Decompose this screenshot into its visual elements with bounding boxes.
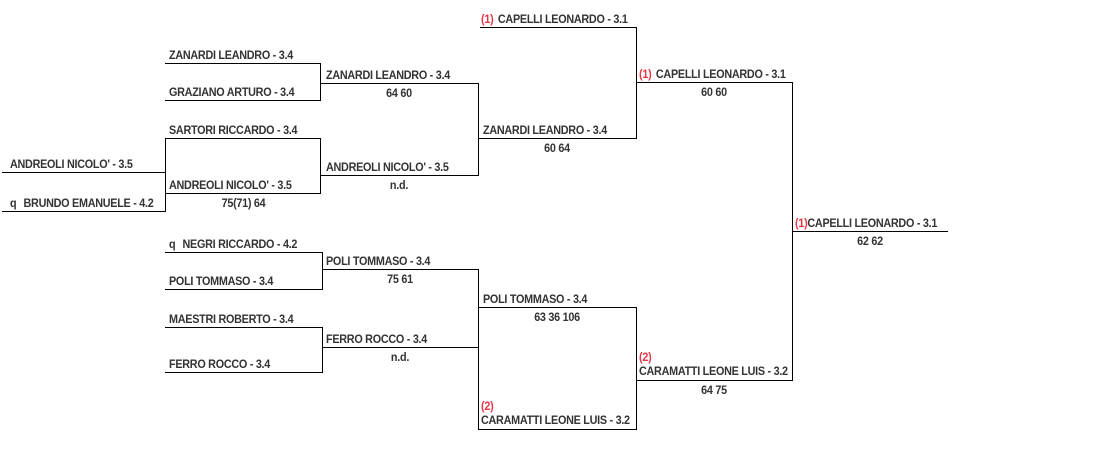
bye-label-sf-capelli: (1)CAPELLI LEONARDO - 3.1 [481,12,628,26]
winner-line-sf-poli [478,307,636,308]
champion-label-capelli: (1)CAPELLI LEONARDO - 3.1 [795,216,937,230]
player-name: CAPELLI LEONARDO - 3.1 [655,67,786,81]
qualifier-prefix: q [169,237,176,251]
match-connector [322,327,323,373]
match-score-final: 62 62 [857,234,883,248]
match-connector [636,27,637,139]
player-line-r2-ferro [165,372,322,373]
player-name: ANDREOLI NICOLO' - 3.5 [326,160,449,174]
qualifier-prefix: q [10,196,17,210]
player-name: BRUNDO EMANUELE - 4.2 [23,196,154,210]
winner-line-qf-ferro [322,347,478,348]
player-label-r2-zanardi: ZANARDI LEANDRO - 3.4 [169,48,293,62]
player-label-r2-poli: POLI TOMMASO - 3.4 [169,274,273,288]
match-connector [478,269,479,430]
winner-label-qf-andreoli: ANDREOLI NICOLO' - 3.5 [326,160,449,174]
seed-number: (2) [639,350,652,364]
bye-line-sf-capelli [480,27,636,28]
player-line-r1-andreoli [2,172,165,173]
match-score-qf: 60 64 [544,141,570,155]
winner-label-final-caramatti: (2)CARAMATTI LEONE LUIS - 3.2 [639,350,788,378]
match-score-r2: 64 60 [386,86,412,100]
player-label-r1-andreoli: ANDREOLI NICOLO' - 3.5 [10,157,133,171]
player-line-r2-poli [165,289,322,290]
player-label-r2-negri: q NEGRI RICCARDO - 4.2 [169,237,297,251]
match-connector [792,82,793,381]
player-label-r2-graziano: GRAZIANO ARTURO - 3.4 [169,85,295,99]
player-name: CARAMATTI LEONE LUIS - 3.2 [639,364,788,378]
winner-label-sf-zanardi: ZANARDI LEANDRO - 3.4 [483,123,607,137]
bye-label-sf-caramatti: (2)CARAMATTI LEONE LUIS - 3.2 [481,399,630,427]
match-connector [322,252,323,290]
player-name: FERRO ROCCO - 3.4 [169,357,271,371]
player-line-r2-graziano [165,100,320,101]
player-name: FERRO ROCCO - 3.4 [326,332,428,346]
player-name: POLI TOMMASO - 3.4 [483,292,588,306]
winner-label-final-capelli: (1)CAPELLI LEONARDO - 3.1 [639,67,786,81]
match-score-r1: 75(71) 64 [221,196,266,210]
winner-label-qf-ferro: FERRO ROCCO - 3.4 [326,332,427,346]
seed-number: (1) [639,67,652,81]
winner-line-final-caramatti [636,380,792,381]
seed-number: (1) [481,12,494,26]
player-name: POLI TOMMASO - 3.4 [169,274,274,288]
player-label-r2-andreoli: ANDREOLI NICOLO' - 3.5 [169,178,292,192]
match-score-sf: 60 60 [701,85,727,99]
winner-label-qf-zanardi: ZANARDI LEANDRO - 3.4 [326,68,450,82]
seed-number: (2) [481,399,494,413]
player-line-r1-brundo [2,211,165,212]
match-score-r2: n.d. [389,178,409,192]
match-connector [165,138,166,212]
player-name: ZANARDI LEANDRO - 3.4 [326,68,450,82]
match-connector [636,307,637,430]
player-name: POLI TOMMASO - 3.4 [326,254,431,268]
player-name: CARAMATTI LEONE LUIS - 3.2 [481,413,630,427]
match-score-sf: 64 75 [701,383,727,397]
player-name: ANDREOLI NICOLO' - 3.5 [10,157,133,171]
player-label-r2-sartori: SARTORI RICCARDO - 3.4 [169,123,298,137]
player-line-r2-zanardi [165,63,320,64]
player-name: GRAZIANO ARTURO - 3.4 [169,85,295,99]
winner-label-sf-poli: POLI TOMMASO - 3.4 [483,292,587,306]
player-name: ZANARDI LEANDRO - 3.4 [169,48,293,62]
match-connector [478,83,479,176]
winner-line-qf-andreoli [320,175,478,176]
match-score-r2: n.d. [390,350,410,364]
player-name: ZANARDI LEANDRO - 3.4 [483,123,607,137]
winner-label-qf-poli: POLI TOMMASO - 3.4 [326,254,430,268]
winner-line-qf-zanardi [320,83,478,84]
player-label-r1-brundo: q BRUNDO EMANUELE - 4.2 [10,196,154,210]
winner-line-qf-poli [322,269,478,270]
player-name: SARTORI RICCARDO - 3.4 [169,123,298,137]
match-connector [320,63,321,101]
match-score-qf: 63 36 106 [534,310,580,324]
seed-number: (1) [795,216,808,230]
player-name: ANDREOLI NICOLO' - 3.5 [169,178,292,192]
player-line-r2-andreoli [165,193,320,194]
winner-line-sf-zanardi [478,138,636,139]
bye-line-sf-caramatti [478,429,636,430]
winner-line-final-capelli [636,82,792,83]
player-label-r2-ferro: FERRO ROCCO - 3.4 [169,357,270,371]
match-connector [320,138,321,194]
player-name: CAPELLI LEONARDO - 3.1 [497,12,628,26]
player-line-r2-maestri [165,327,322,328]
player-line-r2-sartori [165,138,320,139]
match-score-r2: 75 61 [387,272,413,286]
player-label-r2-maestri: MAESTRI ROBERTO - 3.4 [169,312,294,326]
player-name: MAESTRI ROBERTO - 3.4 [169,312,294,326]
player-line-r2-negri [165,252,322,253]
winner-line-champion [792,231,948,232]
player-name: NEGRI RICCARDO - 4.2 [182,237,298,251]
player-name: CAPELLI LEONARDO - 3.1 [807,216,938,230]
